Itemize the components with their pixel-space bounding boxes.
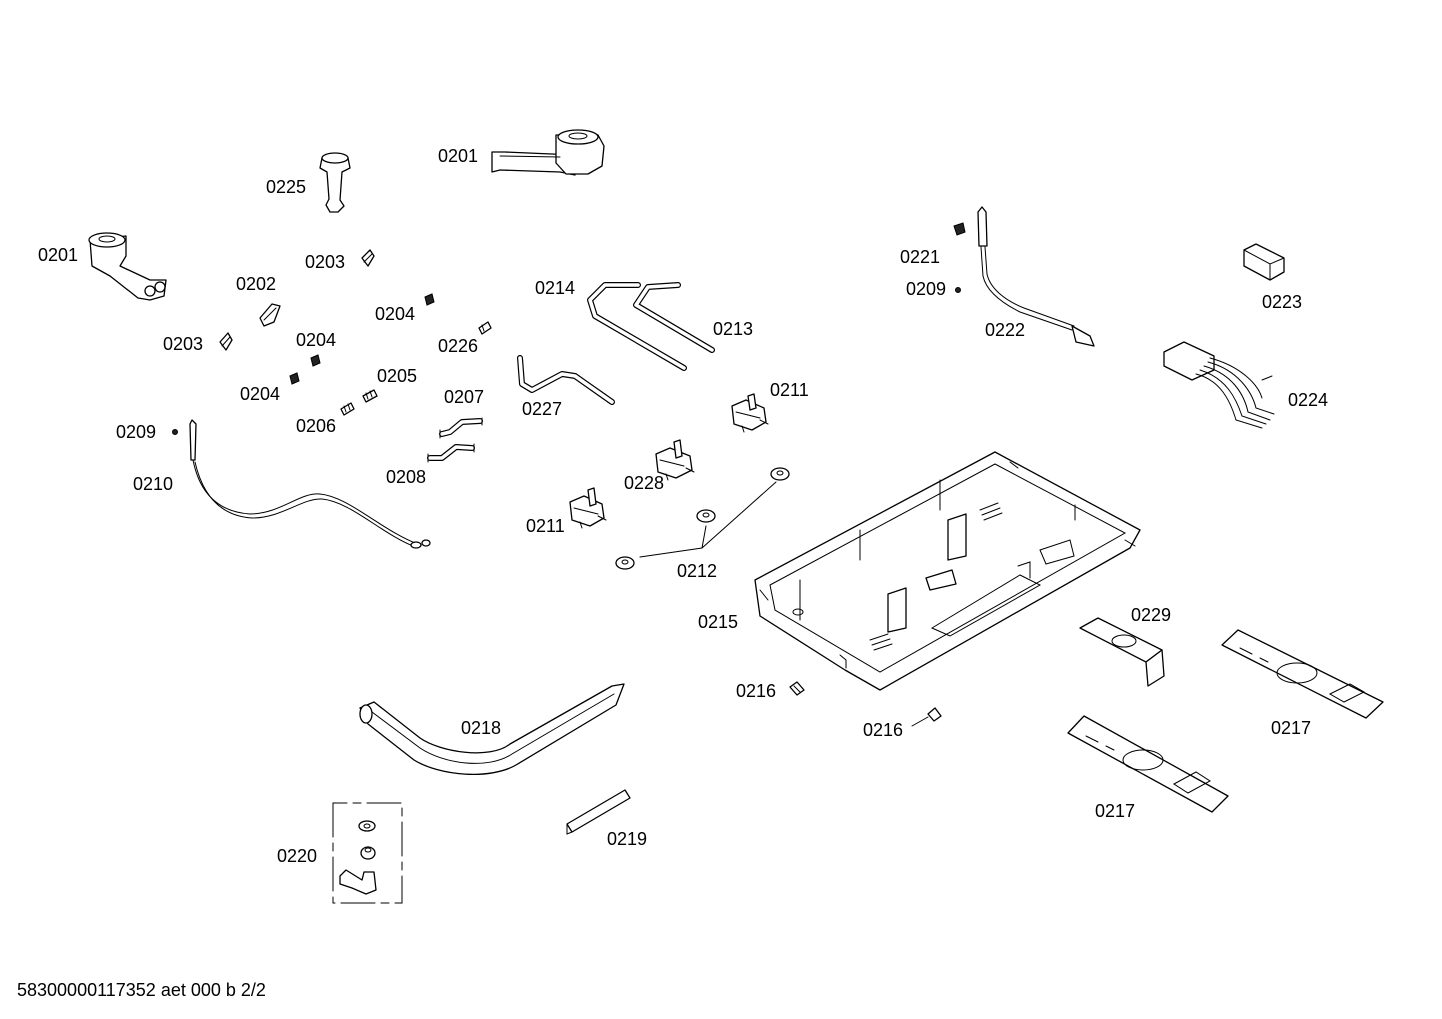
part-0208 (427, 443, 475, 463)
part-0209-left (172, 429, 178, 435)
label-0221: 0221 (900, 247, 940, 267)
part-0224 (1163, 341, 1275, 429)
label-0216-right: 0216 (863, 720, 903, 740)
part-0222 (977, 206, 1095, 347)
part-0214 (587, 282, 687, 371)
label-0226: 0226 (438, 336, 478, 356)
part-0227 (517, 355, 615, 405)
part-0215-tray (754, 451, 1141, 691)
part-0201-burner-left (88, 232, 167, 301)
part-0217-lower (1067, 715, 1229, 813)
label-0201-left: 0201 (38, 245, 78, 265)
part-0217-upper (1221, 629, 1384, 719)
part-0205 (362, 389, 378, 403)
label-0217-lower: 0217 (1095, 801, 1135, 821)
part-0204-c (289, 372, 300, 385)
label-0227: 0227 (522, 399, 562, 419)
label-0224: 0224 (1288, 390, 1328, 410)
part-0204-a (424, 293, 435, 306)
label-0228: 0228 (624, 473, 664, 493)
part-0216-b (911, 707, 942, 727)
label-0202: 0202 (236, 274, 276, 294)
part-0211-upper (731, 393, 769, 433)
label-0214: 0214 (535, 278, 575, 298)
part-0207 (439, 417, 483, 439)
label-0209-right: 0209 (906, 279, 946, 299)
label-0208: 0208 (386, 467, 426, 487)
label-0206: 0206 (296, 416, 336, 436)
part-0201-burner-top (491, 129, 605, 176)
part-0209-right (955, 287, 961, 293)
label-0204-left: 0204 (240, 384, 280, 404)
label-0204-right: 0204 (375, 304, 415, 324)
label-0225: 0225 (266, 177, 306, 197)
label-0211-lower: 0211 (526, 516, 565, 536)
part-0229 (1079, 617, 1165, 687)
label-0223: 0223 (1262, 292, 1302, 312)
label-0209-left: 0209 (116, 422, 156, 442)
label-0213: 0213 (713, 319, 753, 339)
part-0223 (1243, 243, 1285, 281)
label-0203-upper: 0203 (305, 252, 345, 272)
label-0207: 0207 (444, 387, 484, 407)
part-0203-a (361, 249, 375, 267)
part-0210 (189, 419, 431, 549)
label-0210: 0210 (133, 474, 173, 494)
part-labels: 0201 0201 0225 0203 0203 0202 0204 0204 … (38, 146, 1328, 866)
label-0218: 0218 (461, 718, 501, 738)
label-0201-top: 0201 (438, 146, 478, 166)
label-0215: 0215 (698, 612, 738, 632)
part-0211-lower (569, 487, 607, 529)
part-0226 (478, 321, 492, 335)
label-0203-lower: 0203 (163, 334, 203, 354)
part-0225 (319, 152, 351, 213)
label-0222: 0222 (985, 320, 1025, 340)
part-0216-a (789, 681, 805, 696)
part-0212 (615, 467, 790, 570)
part-0202 (259, 303, 281, 327)
label-0212: 0212 (677, 561, 717, 581)
label-0205: 0205 (377, 366, 417, 386)
label-0211-upper: 0211 (770, 380, 809, 400)
label-0220: 0220 (277, 846, 317, 866)
label-0217-upper: 0217 (1271, 718, 1311, 738)
part-0213 (633, 282, 715, 353)
part-0220-set (332, 802, 403, 904)
part-0206 (340, 402, 355, 416)
part-0218 (359, 683, 625, 775)
document-reference-footer: 58300000117352 aet 000 b 2/2 (17, 980, 266, 1000)
label-0204-middle: 0204 (296, 330, 336, 350)
label-0216-left: 0216 (736, 681, 776, 701)
part-0221 (953, 222, 966, 236)
label-0219: 0219 (607, 829, 647, 849)
label-0229: 0229 (1131, 605, 1171, 625)
part-0203-b (219, 332, 233, 351)
part-0219 (566, 789, 631, 835)
part-0204-b (310, 354, 321, 367)
part-0228 (655, 439, 695, 481)
